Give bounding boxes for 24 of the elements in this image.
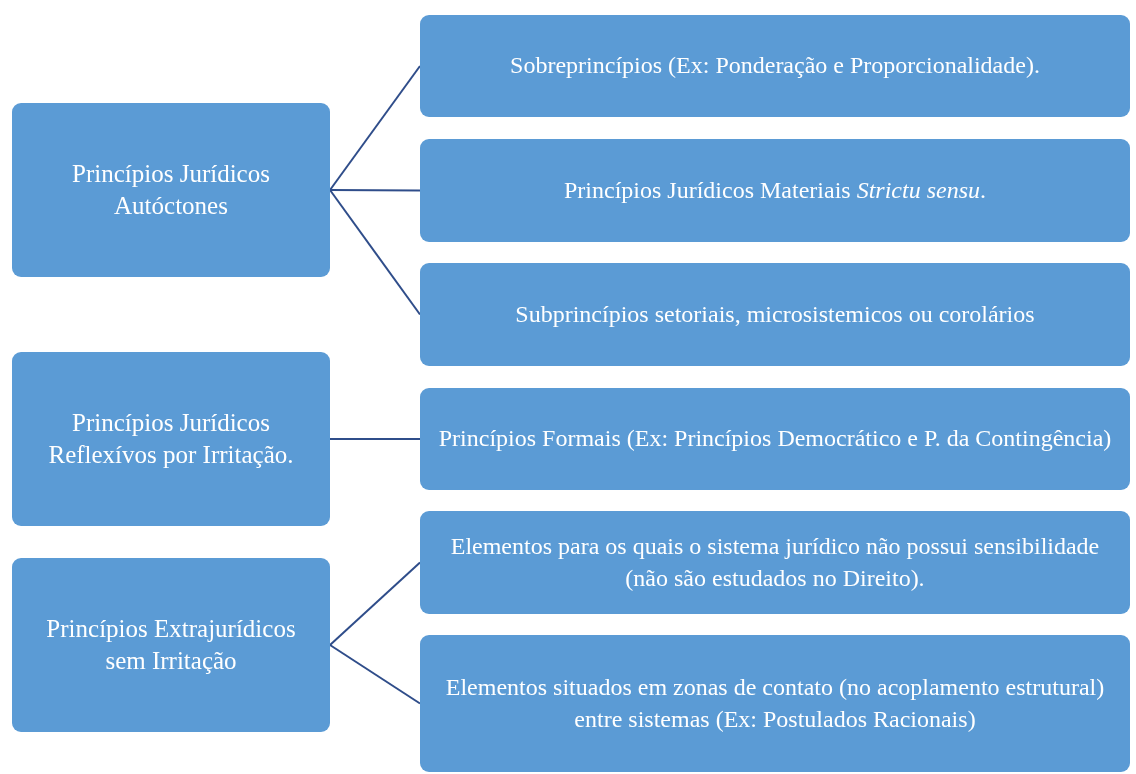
box-text: Princípios Jurídicos Autóctones — [71, 158, 271, 221]
box-text: Elementos para os quais o sistema jurídico não possui sensibilidade (não são estudados no Direito). — [449, 532, 1101, 593]
box-text: Elementos situados em zonas de contato (no acoplamento estrutural) entre sistemas (Ex: Postulados Racionais) — [444, 673, 1106, 734]
connector-line — [329, 189, 421, 192]
box-text: Sobreprincípios (Ex: Ponderação e Proporcionalidade). — [510, 51, 1040, 81]
box-text: Princípios Extrajurídicos sem Irritação — [45, 613, 297, 676]
category-box — [12, 103, 330, 277]
category-box — [420, 388, 1130, 490]
category-box — [420, 263, 1130, 366]
category-box — [420, 139, 1130, 242]
category-box — [420, 635, 1130, 772]
connector-line — [329, 65, 421, 191]
box-text: Princípios Jurídicos Materiais Strictu sensu. — [564, 175, 986, 205]
connector-line — [329, 438, 421, 440]
category-box — [420, 15, 1130, 117]
connector-line — [329, 561, 421, 646]
category-box — [12, 558, 330, 732]
connector-line — [329, 189, 421, 316]
box-text: Princípios Jurídicos Reflexívos por Irritação. — [47, 407, 295, 470]
category-box — [12, 352, 330, 526]
category-box — [420, 511, 1130, 614]
box-text: Subprincípios setoriais, microsistemicos ou corolários — [515, 299, 1035, 329]
connector-line — [329, 644, 421, 705]
box-text: Princípios Formais (Ex: Princípios Democrático e P. da Contingência) — [438, 424, 1112, 454]
